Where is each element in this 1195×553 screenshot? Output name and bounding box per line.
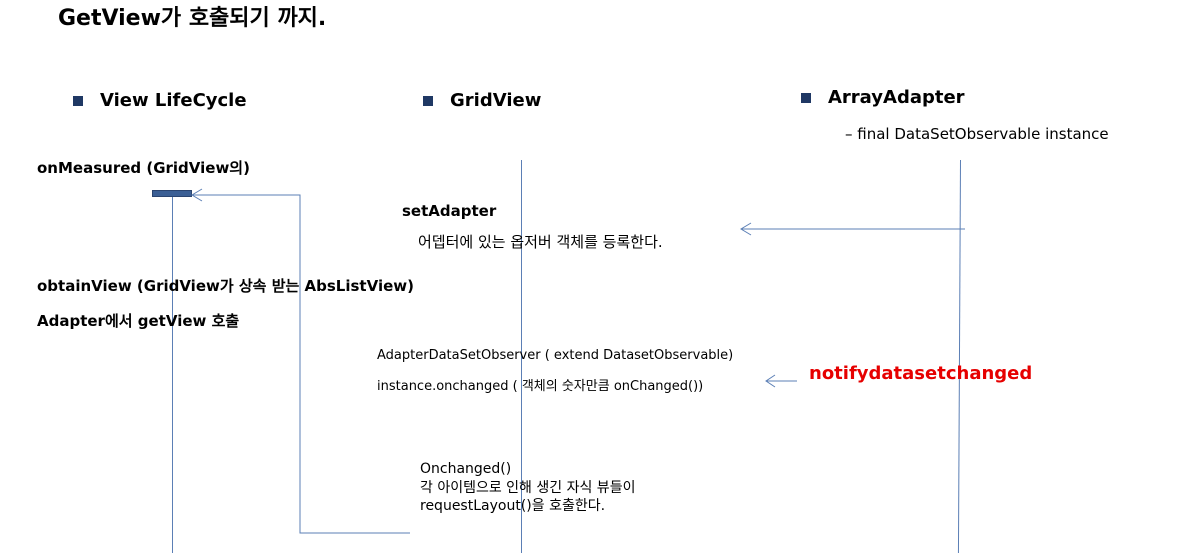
onchanged-line-2: 각 아이템으로 인해 생긴 자식 뷰들이 — [420, 480, 636, 496]
observer-line-1: AdapterDataSetObserver ( extend DatasetO… — [377, 348, 734, 363]
set-adapter-label: setAdapter — [402, 202, 497, 220]
activation-bar — [152, 190, 192, 197]
arrayadapter-subtitle: – final DataSetObservable instance — [845, 125, 1109, 143]
note-on-measured: onMeasured (GridView의) — [37, 159, 250, 177]
observer-line-2: instance.onchanged ( 객체의 숫자만큼 onChanged(… — [377, 379, 704, 394]
lifeline-view-lifecycle — [172, 195, 173, 553]
onchanged-line-3: requestLayout()을 호출한다. — [420, 498, 606, 514]
column-header-view-lifecycle: View LifeCycle — [100, 90, 247, 111]
column-header-arrayadapter: ArrayAdapter — [828, 87, 965, 108]
note-adapter-getview: Adapter에서 getView 호출 — [37, 312, 240, 330]
request-layout-arrow — [192, 194, 410, 534]
set-adapter-arrowhead — [740, 222, 752, 236]
note-obtain-view: obtainView (GridView가 상속 받는 AbsListView) — [37, 277, 414, 295]
set-adapter-description: 어뎁터에 있는 옵저버 객체를 등록한다. — [418, 233, 663, 251]
lifeline-gridview — [521, 160, 522, 553]
bullet-icon — [423, 96, 433, 106]
bullet-icon — [801, 93, 811, 103]
request-layout-arrowhead — [191, 188, 203, 202]
bullet-icon — [73, 96, 83, 106]
column-header-gridview: GridView — [450, 90, 542, 111]
notify-label: notifydatasetchanged — [809, 363, 1033, 384]
page-title: GetView가 호출되기 까지. — [58, 6, 327, 31]
onchanged-line-1: Onchanged() — [420, 461, 512, 477]
notify-arrowhead — [765, 374, 776, 388]
